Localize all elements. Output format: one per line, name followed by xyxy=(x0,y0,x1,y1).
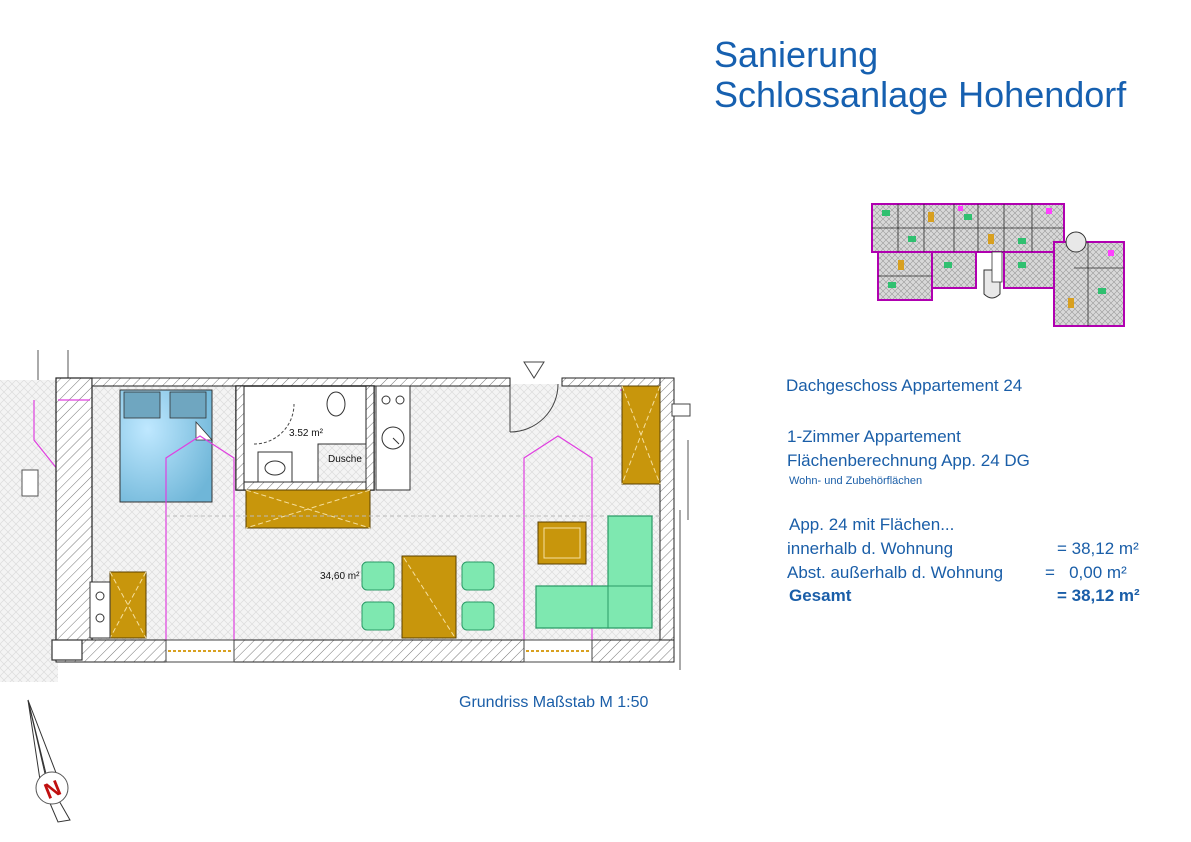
area-row-label: innerhalb d. Wohnung xyxy=(787,539,954,558)
bath-area-label: 3.52 m² xyxy=(289,428,324,439)
site-overview-plan xyxy=(871,203,1125,327)
calc-subtitle: Wohn- und Zubehörflächen xyxy=(789,475,923,487)
areas-header: App. 24 mit Flächen... xyxy=(789,515,955,534)
floor-plan: 3.52 m² Dusche 34,60 m² xyxy=(0,350,691,682)
total-value: = 38,12 m² xyxy=(1057,586,1140,605)
north-arrow-icon: N xyxy=(27,699,71,823)
area-row-value: = 0,00 m² xyxy=(1045,563,1127,582)
total-label: Gesamt xyxy=(789,586,852,605)
shower-label: Dusche xyxy=(328,454,362,465)
title-line-2: Schlossanlage Hohendorf xyxy=(714,74,1127,115)
floor-title: Dachgeschoss Appartement 24 xyxy=(786,376,1023,395)
calc-title: Flächenberechnung App. 24 DG xyxy=(787,451,1030,470)
area-row-label: Abst. außerhalb d. Wohnung xyxy=(787,563,1004,582)
title-line-1: Sanierung xyxy=(714,34,879,75)
living-area-label: 34,60 m² xyxy=(320,571,360,582)
project-title: Sanierung Schlossanlage Hohendorf xyxy=(714,35,1126,115)
area-row-value: = 38,12 m² xyxy=(1057,539,1139,558)
plan-caption: Grundriss Maßstab M 1:50 xyxy=(459,694,649,711)
apartment-type: 1-Zimmer Appartement xyxy=(787,427,961,446)
